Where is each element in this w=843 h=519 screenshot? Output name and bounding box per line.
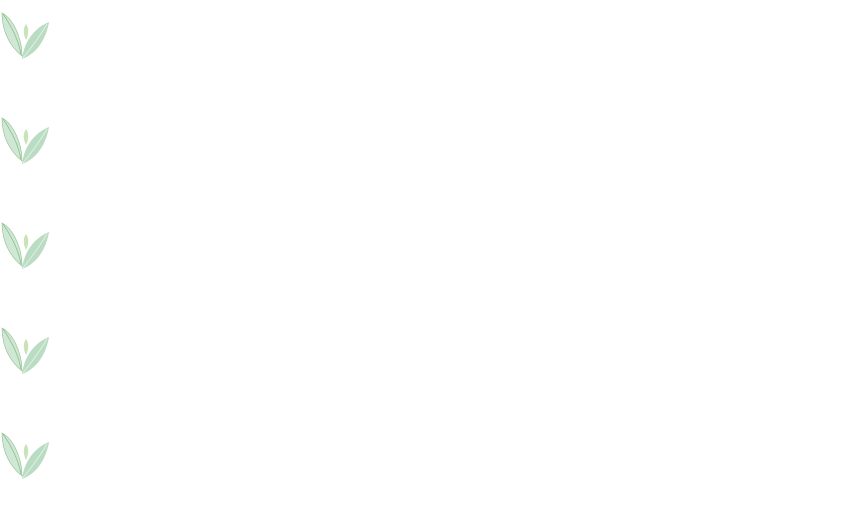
leaf-sprout-icon [0, 430, 52, 482]
leaf-sprout-icon [0, 325, 52, 377]
leaf-sprout-icon [0, 115, 52, 167]
leaf-sprout-icon [0, 10, 52, 62]
leaf-sprout-icon [0, 220, 52, 272]
